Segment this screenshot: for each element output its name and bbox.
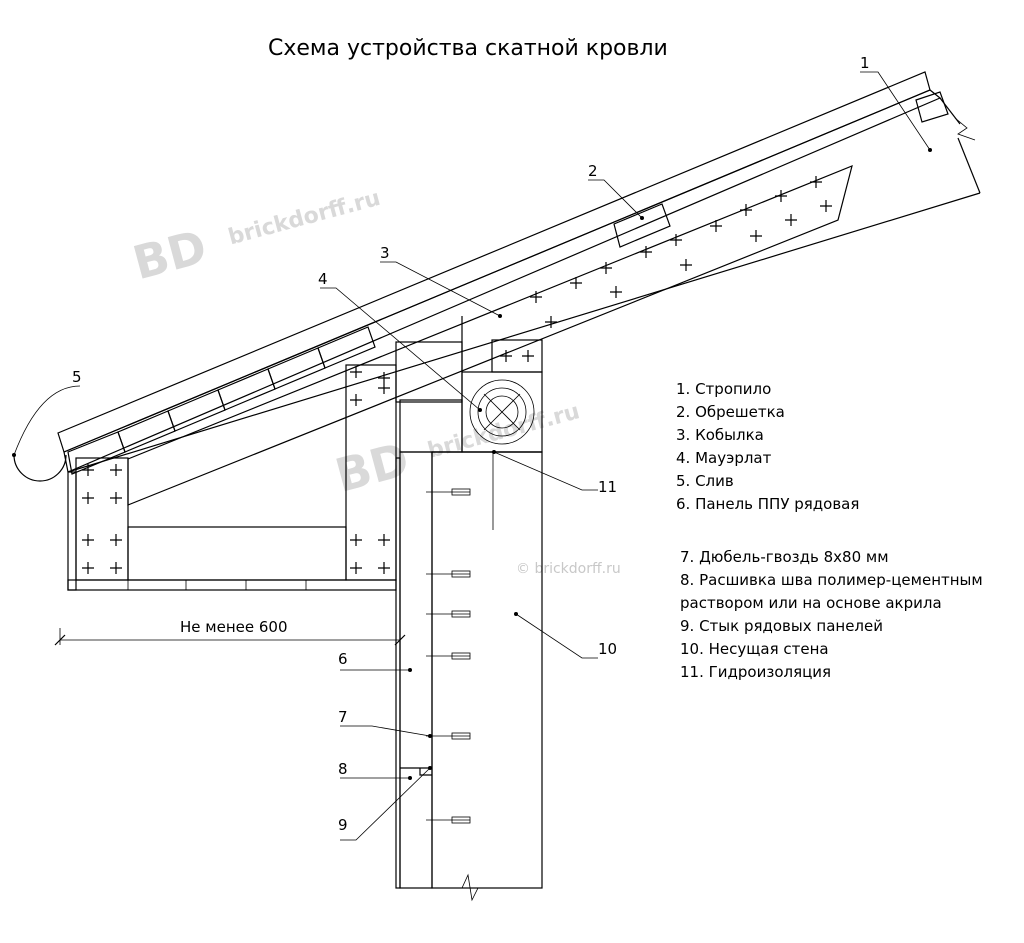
legend-item-8: 8. Расшивка шва полимер-цементным <box>680 571 983 589</box>
callout-5: 5 <box>72 368 82 386</box>
callout-numbers: 1 2 3 4 5 6 7 8 9 10 11 <box>72 54 870 834</box>
callout-7: 7 <box>338 708 348 726</box>
legend-item-3: 3. Кобылка <box>676 426 764 444</box>
roof-covering <box>57 71 981 473</box>
leader-lines <box>12 71 932 841</box>
legend-item-8-cont: раствором или на основе акрила <box>680 594 942 612</box>
legend-item-1: 1. Стропило <box>676 380 771 398</box>
watermark-logo-top: BD brickdorff.ru <box>127 186 383 290</box>
gutter <box>13 454 67 482</box>
legend-item-11: 11. Гидроизоляция <box>680 663 831 681</box>
watermark-logo-center: BD brickdorff.ru <box>330 399 583 503</box>
legend-item-6: 6. Панель ППУ рядовая <box>676 495 859 513</box>
diagram-title: Схема устройства скатной кровли <box>268 36 668 61</box>
dimension-overhang: Не менее 600 <box>54 618 406 646</box>
legend-item-9: 9. Стык рядовых панелей <box>680 617 883 635</box>
callout-4: 4 <box>318 270 328 288</box>
callout-2: 2 <box>588 162 598 180</box>
dowel-nails <box>426 488 471 824</box>
callout-10: 10 <box>598 640 617 658</box>
callout-1: 1 <box>860 54 870 72</box>
svg-text:brickdorff.ru: brickdorff.ru <box>425 399 582 464</box>
svg-text:brickdorff.ru: brickdorff.ru <box>226 186 383 251</box>
callout-11: 11 <box>598 478 617 496</box>
legend-item-7: 7. Дюбель-гвоздь 8х80 мм <box>680 548 889 566</box>
callout-6: 6 <box>338 650 348 668</box>
legend-item-4: 4. Мауэрлат <box>676 449 772 467</box>
svg-text:BD: BD <box>330 432 415 503</box>
svg-text:BD: BD <box>127 219 212 290</box>
legend-item-2: 2. Обрешетка <box>676 403 785 421</box>
legend-item-10: 10. Несущая стена <box>680 640 829 658</box>
legend-item-5: 5. Слив <box>676 472 734 490</box>
bearing-wall <box>431 451 543 902</box>
overhang-frame <box>67 316 543 591</box>
dimension-label: Не менее 600 <box>180 618 287 636</box>
legend: 1. Стропило 2. Обрешетка 3. Кобылка 4. М… <box>676 380 983 681</box>
callout-8: 8 <box>338 760 348 778</box>
battens <box>67 91 949 475</box>
rafter-timber-marks <box>530 176 832 328</box>
callout-9: 9 <box>338 816 348 834</box>
watermark-small: © brickdorff.ru <box>516 561 621 577</box>
callout-3: 3 <box>380 244 390 262</box>
